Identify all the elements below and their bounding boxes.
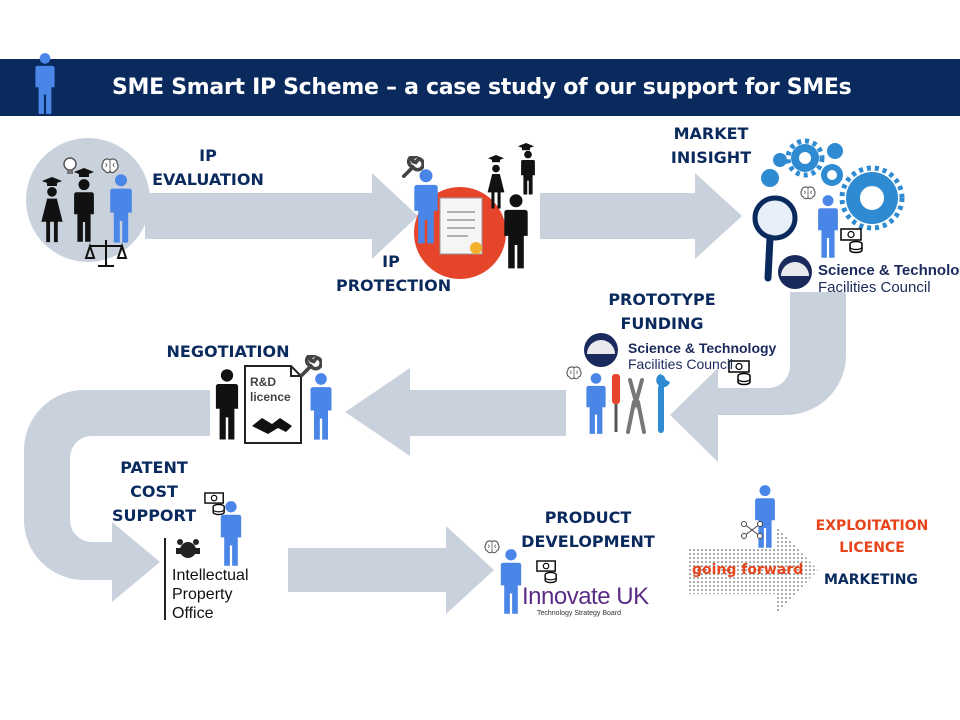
flow-arrow-5	[24, 390, 210, 602]
label-negotiation: NEGOTIATION	[166, 342, 290, 361]
exploitation-icon	[741, 485, 775, 548]
market-insight-icon	[752, 138, 905, 289]
ip-protection-icon	[402, 143, 535, 279]
flow-arrow-3	[670, 292, 846, 462]
patent-cost-support-icon	[176, 492, 242, 566]
going-forward-arrow	[688, 526, 818, 614]
flow-arrow-6	[288, 526, 494, 614]
prototype-funding-icon	[566, 333, 751, 434]
ipo-logo-bar	[164, 538, 166, 620]
going-forward-label: going forward	[692, 562, 804, 578]
innovate-uk-logo: Innovate UK	[522, 583, 649, 610]
page-title: SME Smart IP Scheme – a case study of ou…	[112, 75, 852, 100]
negotiation-icon	[215, 355, 332, 444]
marketing-label: MARKETING	[824, 572, 918, 588]
ip-evaluation-icon	[26, 138, 150, 267]
flow-arrow-2	[540, 173, 742, 259]
flow-arrow-4	[345, 368, 566, 456]
flow-arrow-1	[145, 173, 418, 259]
innovate-uk-subtitle: Technology Strategy Board	[537, 610, 622, 617]
header-bar: SME Smart IP Scheme – a case study of ou…	[0, 59, 960, 116]
header-person-icon	[35, 53, 55, 114]
